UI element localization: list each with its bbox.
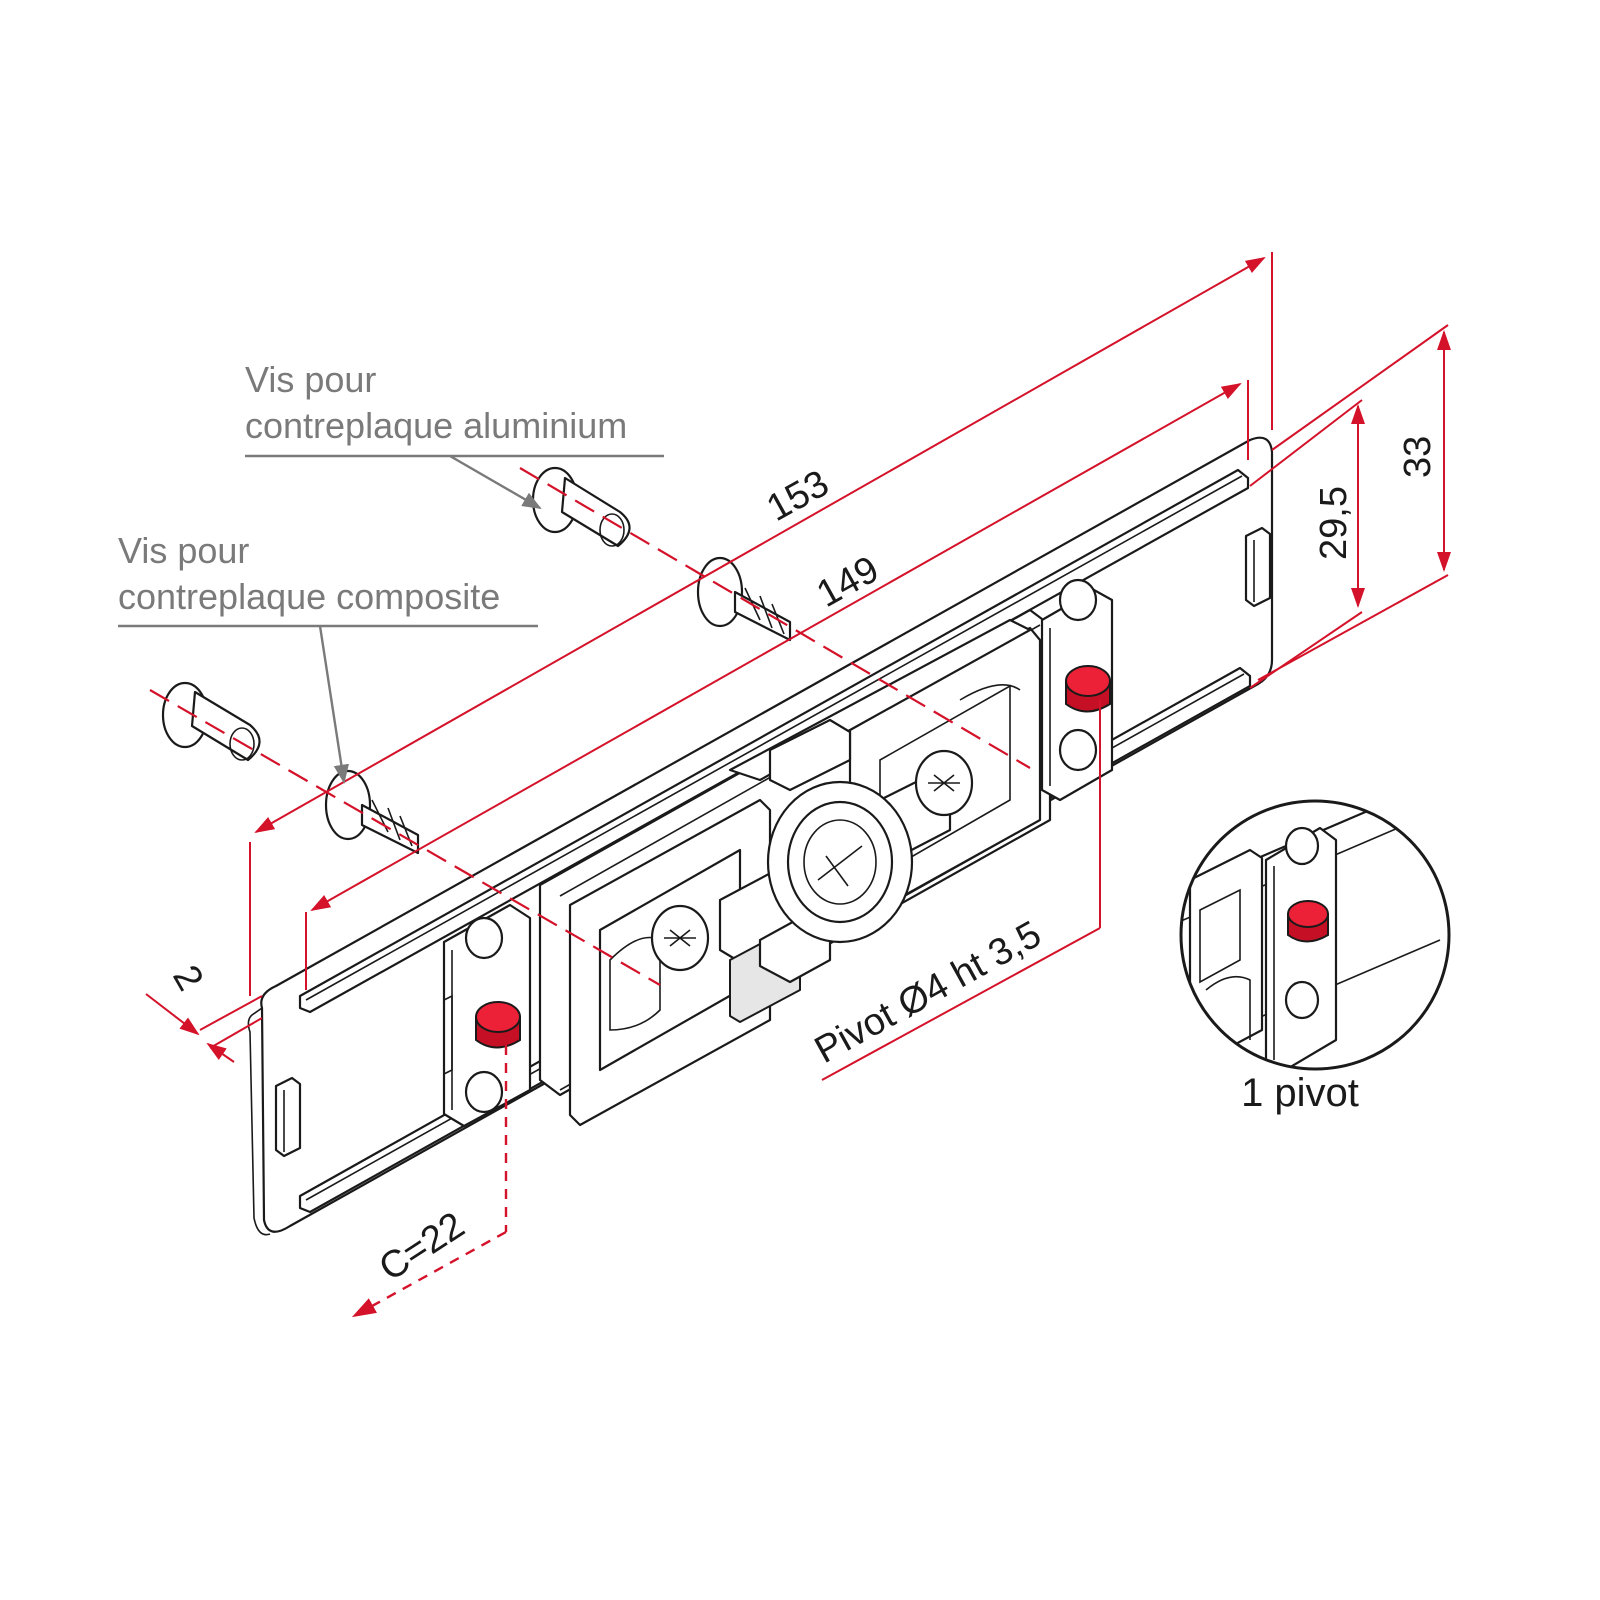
callout-aluminium-line1: Vis pour bbox=[245, 359, 376, 400]
dimension-height-inner bbox=[1249, 399, 1365, 689]
dimension-label-33: 33 bbox=[1397, 436, 1439, 478]
dimension-center-distance bbox=[351, 1045, 508, 1318]
dimension-inner-length bbox=[305, 380, 1249, 990]
callout-composite-line2: contreplaque composite bbox=[118, 576, 500, 617]
detail-view: 1 pivot bbox=[1179, 799, 1451, 1115]
callout-aluminium-line2: contreplaque aluminium bbox=[245, 405, 627, 446]
callout-aluminium: Vis pour contreplaque aluminium bbox=[245, 359, 664, 510]
screw-aluminium-lower bbox=[161, 681, 261, 762]
dimension-thickness bbox=[145, 993, 263, 1063]
mechanism-screw-left bbox=[650, 904, 710, 972]
screw-aluminium-upper bbox=[531, 466, 631, 548]
dimension-label-2: 2 bbox=[164, 959, 211, 998]
pivot-left bbox=[475, 1001, 521, 1049]
callout-composite-line1: Vis pour bbox=[118, 530, 249, 571]
dimension-label-c22: C=22 bbox=[372, 1204, 472, 1289]
plate-slot-left bbox=[274, 1076, 302, 1158]
plate-slot-right bbox=[1244, 526, 1272, 608]
dimension-label-149: 149 bbox=[810, 548, 886, 615]
dimension-height-outer bbox=[1257, 324, 1451, 681]
dimension-label-153: 153 bbox=[760, 462, 836, 529]
adjustment-cam bbox=[766, 780, 914, 944]
dimension-label-29-5: 29,5 bbox=[1313, 486, 1355, 560]
dimension-pivot bbox=[821, 700, 1101, 1081]
detail-caption: 1 pivot bbox=[1241, 1071, 1359, 1115]
mechanism-screw-right bbox=[914, 749, 974, 817]
pivot-right bbox=[1065, 665, 1111, 713]
callout-composite: Vis pour contreplaque composite bbox=[118, 530, 538, 784]
